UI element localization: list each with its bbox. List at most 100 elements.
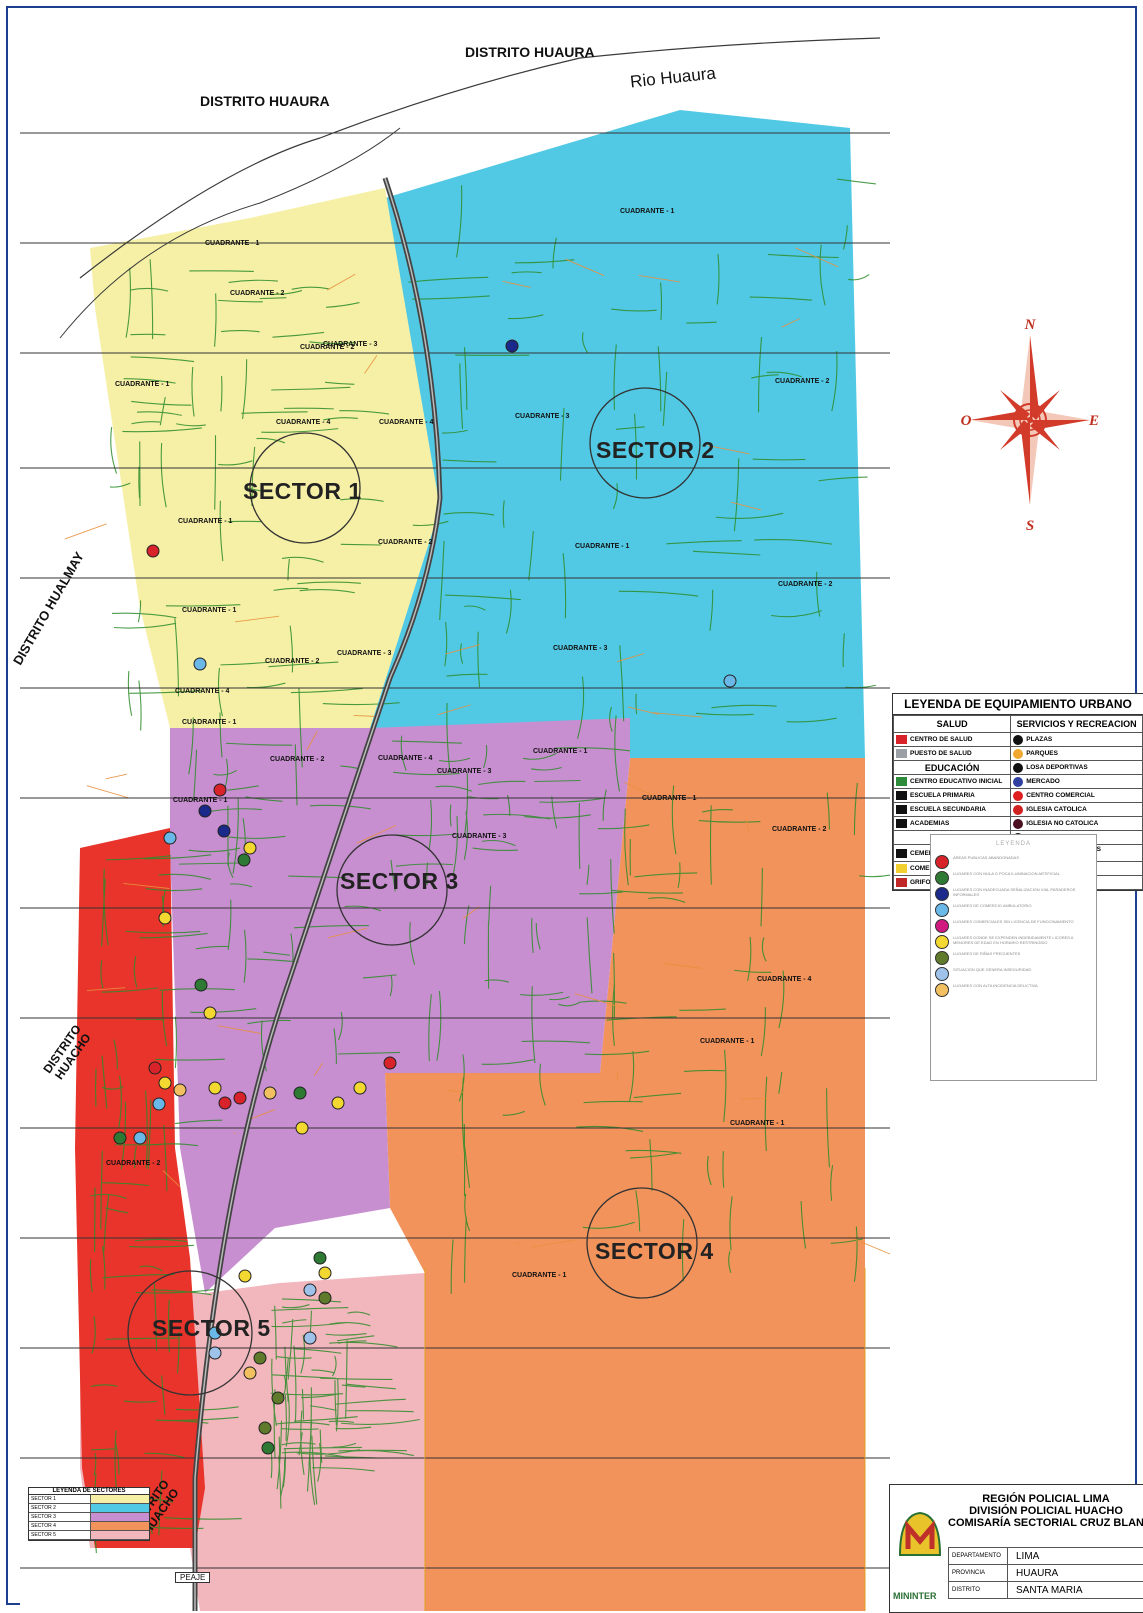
legend-dot-icon	[935, 919, 949, 933]
incidence-marker	[159, 1077, 171, 1089]
legend-equipamiento-title: LEYENDA DE EQUIPAMIENTO URBANO	[893, 694, 1143, 715]
incidence-marker	[254, 1352, 266, 1364]
quadrant-label: CUADRANTE - 1	[173, 797, 227, 804]
incidence-marker	[724, 675, 736, 687]
legend-symbol-icon	[1013, 819, 1023, 829]
compass-s-label: S	[1026, 518, 1034, 534]
incidence-marker	[294, 1087, 306, 1099]
quadrant-label: CUADRANTE - 3	[437, 768, 491, 775]
legend-sector-label: SECTOR 1	[29, 1495, 91, 1503]
legend-incidencia-label: SITUACION QUE GENERA INSEGURIDAD	[953, 967, 1031, 972]
quadrant-label: CUADRANTE - 2	[778, 581, 832, 588]
legend-sector-row: SECTOR 5	[29, 1531, 149, 1540]
incidence-marker	[319, 1292, 331, 1304]
incidence-marker	[314, 1252, 326, 1264]
legend-symbol-icon	[896, 749, 907, 758]
legend-dot-icon	[935, 967, 949, 981]
legend-salud-item: CENTRO EDUCATIVO INICIAL	[894, 775, 1011, 789]
legend-sector-row: SECTOR 4	[29, 1522, 149, 1531]
incidence-marker	[159, 912, 171, 924]
incidence-marker	[262, 1442, 274, 1454]
incidence-marker	[174, 1084, 186, 1096]
legend-equipamiento-row: CENTRO DE SALUD PLAZAS	[894, 733, 1143, 747]
legend-incidencia-label: LUGARES DE RIÑAS FRECUENTES	[953, 951, 1020, 956]
legend-symbol-icon	[1013, 777, 1023, 787]
distrito-huaura-west-label: DISTRITO HUAURA	[200, 93, 330, 109]
title-line-2: DIVISIÓN POLICIAL HUACHO	[948, 1505, 1143, 1517]
legend-symbol-icon	[896, 777, 907, 786]
legend-incidencia-item: LUGARES CON INADECUADA SEÑALIZACION VIAL…	[935, 887, 1092, 901]
quadrant-label: CUADRANTE - 2	[300, 344, 354, 351]
quadrant-label: CUADRANTE - 1	[115, 381, 169, 388]
incidence-marker	[354, 1082, 366, 1094]
incidence-marker	[272, 1392, 284, 1404]
incidence-marker	[304, 1284, 316, 1296]
quadrant-label: CUADRANTE - 1	[700, 1038, 754, 1045]
incidence-marker	[147, 545, 159, 557]
incidence-marker	[114, 1132, 126, 1144]
legend-col-salud: SALUD	[894, 716, 1011, 733]
legend-servicios-label: PLAZAS	[1026, 736, 1126, 743]
parcel-line	[341, 544, 381, 545]
sector-2-area	[370, 110, 865, 758]
legend-sector-row: SECTOR 1	[29, 1495, 149, 1504]
incidence-marker	[204, 1007, 216, 1019]
sector-map	[20, 28, 890, 1611]
quadrant-label: CUADRANTE - 2	[265, 658, 319, 665]
legend-servicios-label: CENTRO COMERCIAL	[1026, 792, 1126, 799]
legend-salud-label: CENTRO EDUCATIVO INICIAL	[910, 778, 1002, 785]
legend-servicios-item: PARQUES	[1011, 747, 1143, 761]
sector-5-label: SECTOR 5	[152, 1315, 271, 1342]
quadrant-label: CUADRANTE - 3	[337, 650, 391, 657]
legend-servicios-item: PLAZAS	[1011, 733, 1143, 747]
parcel-line	[282, 1429, 319, 1430]
legend-sector-swatch	[91, 1531, 150, 1539]
legend-sector-swatch	[91, 1495, 150, 1503]
legend-symbol-icon	[896, 735, 907, 744]
legend-incidencia-item: LUGARES COMERCIALES SIN LICENCIA DE FUNC…	[935, 919, 1092, 933]
legend-salud-label: GRIFO	[910, 879, 931, 886]
legend-incidencia-item: LUGARES DONDE SE EXPENDEN INDEBIDAMENTE …	[935, 935, 1092, 949]
title-line-3: COMISARÍA SECTORIAL CRUZ BLANCA	[948, 1517, 1143, 1529]
sector-3-label: SECTOR 3	[340, 868, 459, 895]
quadrant-label: CUADRANTE - 4	[757, 976, 811, 983]
incidence-marker	[239, 1270, 251, 1282]
legend-salud-item: ESCUELA SECUNDARIA	[894, 803, 1011, 817]
parcel-line	[284, 408, 334, 409]
title-block-heading: REGIÓN POLICIAL LIMA DIVISIÓN POLICIAL H…	[948, 1493, 1143, 1529]
legend-symbol-icon	[896, 819, 907, 828]
legend-servicios-label: IGLESIA CATOLICA	[1026, 806, 1126, 813]
quadrant-label: CUADRANTE - 1	[205, 240, 259, 247]
legend-salud-item: PUESTO DE SALUD	[894, 747, 1011, 761]
incidence-marker	[209, 1347, 221, 1359]
legend-symbol-icon	[1013, 749, 1023, 759]
quadrant-label: CUADRANTE - 2	[270, 756, 324, 763]
legend-sector-row: SECTOR 3	[29, 1513, 149, 1522]
legend-sector-swatch	[91, 1513, 150, 1521]
legend-servicios-item: IGLESIA CATOLICA	[1011, 803, 1143, 817]
incidence-marker	[234, 1092, 246, 1104]
incidence-marker	[259, 1422, 271, 1434]
quadrant-label: CUADRANTE - 1	[182, 607, 236, 614]
legend-incidencia-item: LUGARES DE COMERCIO AMBULATORIO	[935, 903, 1092, 917]
incidence-marker	[195, 979, 207, 991]
mininter-logo-text: MININTER	[893, 1591, 937, 1601]
legend-salud-item: CENTRO DE SALUD	[894, 733, 1011, 747]
compass-n-label: N	[1024, 317, 1037, 333]
legend-dot-icon	[935, 983, 949, 997]
incidence-marker	[506, 340, 518, 352]
sector-1-label: SECTOR 1	[243, 478, 362, 505]
incidence-marker	[332, 1097, 344, 1109]
legend-sector-label: SECTOR 2	[29, 1504, 91, 1512]
legend-incidencia-label: LUGARES DE COMERCIO AMBULATORIO	[953, 903, 1032, 908]
legend-symbol-icon	[896, 878, 907, 887]
quadrant-label: CUADRANTE - 4	[175, 688, 229, 695]
quadrant-label: CUADRANTE - 3	[515, 413, 569, 420]
